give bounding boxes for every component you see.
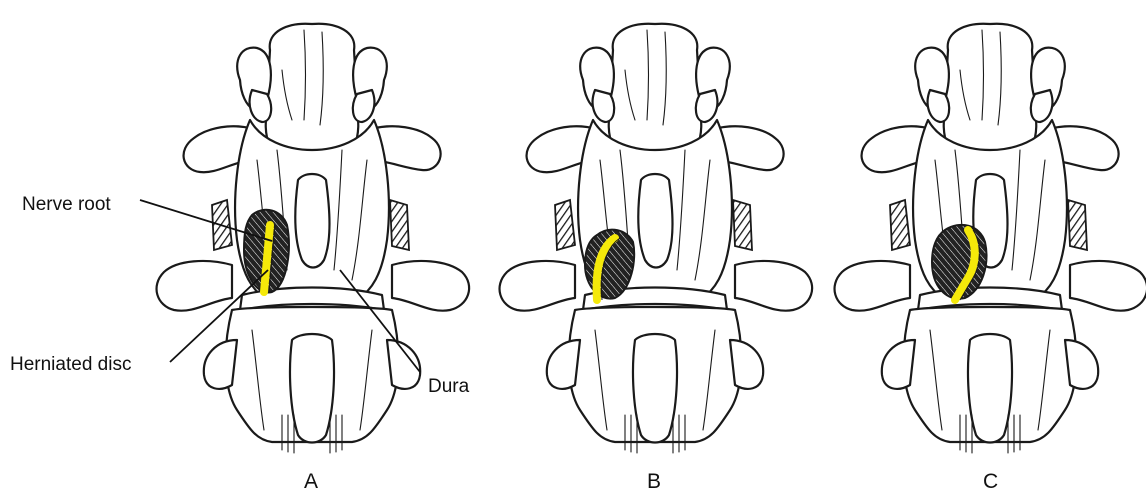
panel-letter-a: A [304,470,318,493]
panel-letter-b: B [647,470,661,493]
panel-c [835,24,1146,453]
panel-a [157,24,470,453]
nerve-root-label: Nerve root [22,194,111,215]
panel-letter-c: C [983,470,998,493]
herniated-disc-label: Herniated disc [10,354,131,375]
dura-label: Dura [428,376,470,397]
panel-b [500,24,813,453]
